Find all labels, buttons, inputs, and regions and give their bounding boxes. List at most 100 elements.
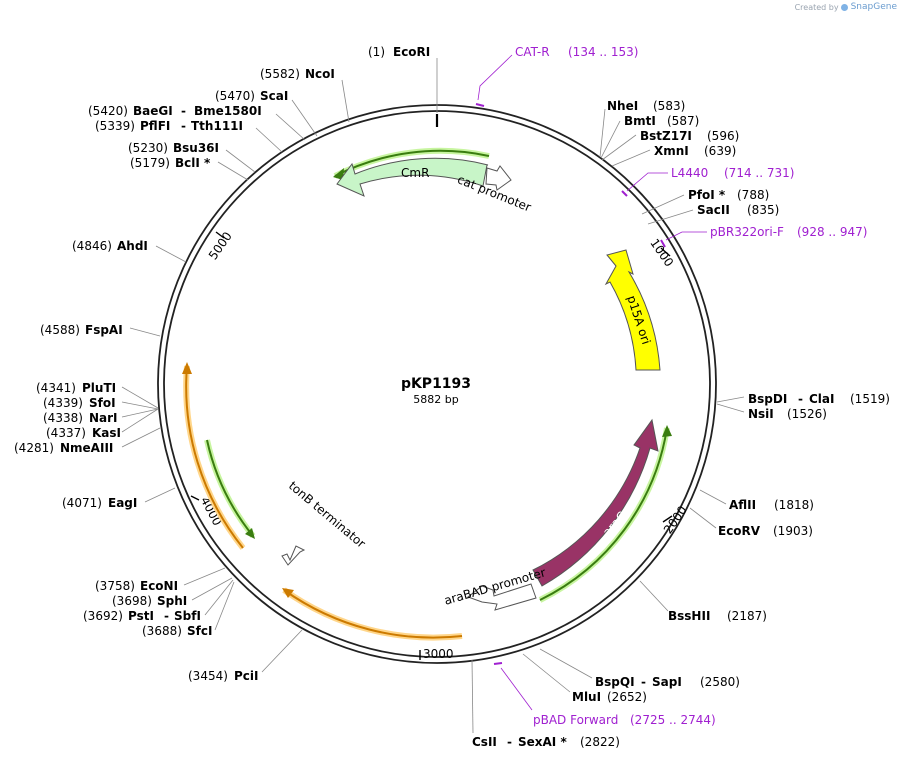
site-sacii-pos: (835) xyxy=(747,203,779,217)
site-pfoi-pos: (788) xyxy=(737,188,769,202)
primers: CAT-R (134 .. 153) L4440 (714 .. 731) pB… xyxy=(475,45,867,727)
site-econi-leader xyxy=(183,567,226,586)
site-nari-name: NarI xyxy=(89,411,118,425)
site-econi-name: EcoNI xyxy=(140,579,178,593)
site-bspqi-pos: (2580) xyxy=(700,675,740,689)
site-ncoi-leader xyxy=(341,79,350,123)
feature-label-cmr: CmR xyxy=(401,166,429,180)
site-ncoi-name: NcoI xyxy=(305,67,335,81)
site-sfoi-name: SfoI xyxy=(89,396,116,410)
site-bsshii-name: BssHII xyxy=(668,609,710,623)
site-sfci-leader xyxy=(214,581,235,631)
site-pfoi-name: PfoI * xyxy=(688,188,726,202)
site-baegi-sep: - xyxy=(181,104,186,118)
plasmid-size: 5882 bp xyxy=(413,393,458,406)
site-scai-pos: (5470) xyxy=(215,89,255,103)
site-scai-name: ScaI xyxy=(260,89,288,103)
site-bstz17i-name: BstZ17I xyxy=(640,129,692,143)
watermark-prefix: Created by xyxy=(794,2,839,12)
site-aflii-leader xyxy=(699,489,727,505)
site-bsu36i-leader xyxy=(225,149,256,173)
site-sphi-name: SphI xyxy=(157,594,187,608)
tick-2000 xyxy=(662,515,673,523)
site-xmni-name: XmnI xyxy=(654,144,689,158)
site-scai-leader xyxy=(291,99,318,137)
site-psti-name: PstI xyxy=(128,609,154,623)
site-bspqi-leader xyxy=(539,648,593,679)
site-bspqi-sep: - xyxy=(641,675,646,689)
primer-pbr322-marker xyxy=(660,239,666,248)
site-nari-pos: (4338) xyxy=(43,411,83,425)
site-ecori-name: EcoRI xyxy=(393,45,430,59)
site-pflfi-pos: (5339) xyxy=(95,119,135,133)
arabad-promoter-arrow xyxy=(466,583,537,611)
primer-pbad-range: (2725 .. 2744) xyxy=(630,713,716,727)
site-nsii-name: NsiI xyxy=(748,407,774,421)
primer-pbad-leader xyxy=(500,667,533,711)
orf-arc-tonb xyxy=(283,589,463,639)
primer-pbr322-name: pBR322ori-F xyxy=(710,225,784,239)
primer-pbad-marker xyxy=(493,662,503,665)
site-fspai-leader xyxy=(129,327,161,337)
site-mlui-name: MluI xyxy=(572,690,601,704)
site-bcli-leader xyxy=(217,161,249,181)
site-ecorv-name: EcoRV xyxy=(718,524,761,538)
site-csii-sep: - xyxy=(507,735,512,749)
site-eagi-name: EagI xyxy=(108,496,137,510)
site-bmti-pos: (587) xyxy=(667,114,699,128)
site-kasi-name: KasI xyxy=(92,426,121,440)
primer-l4440-leader xyxy=(626,172,668,192)
orf-arc-left-green xyxy=(206,439,254,537)
site-sfoi-leader xyxy=(121,401,159,410)
plasmid-name: pKP1193 xyxy=(401,376,471,392)
site-xmni-leader xyxy=(611,149,651,167)
feature-label-tonb: tonB terminator xyxy=(286,479,368,551)
primer-pbr322-leader xyxy=(665,231,707,241)
site-bspdi-leader xyxy=(716,396,745,403)
tonb-terminator-arrow xyxy=(281,545,306,566)
primer-catr-marker xyxy=(475,103,485,107)
site-nari-leader xyxy=(121,408,159,418)
site-fspai-pos: (4588) xyxy=(40,323,80,337)
site-sphi-pos: (3698) xyxy=(112,594,152,608)
site-pluti-name: PluTI xyxy=(82,381,116,395)
site-bcli-name: BclI * xyxy=(175,156,211,170)
site-bsshii-leader xyxy=(639,580,669,612)
site-ecorv-pos: (1903) xyxy=(773,524,813,538)
primer-l4440-range: (714 .. 731) xyxy=(724,166,794,180)
site-xmni-pos: (639) xyxy=(704,144,736,158)
site-mlui-leader xyxy=(522,653,571,693)
site-sacii-leader xyxy=(647,209,694,225)
site-csii-name: CsII xyxy=(472,735,497,749)
watermark-brand: SnapGene xyxy=(850,2,897,12)
site-pcii-name: PciI xyxy=(234,669,259,683)
site-econi-pos: (3758) xyxy=(95,579,135,593)
site-csii-pos: (2822) xyxy=(580,735,620,749)
cat-promoter-arrow xyxy=(485,165,512,191)
site-csii-name2: SexAI * xyxy=(518,735,567,749)
tick-1000 xyxy=(660,247,671,257)
site-bcli-pos: (5179) xyxy=(130,156,170,170)
site-kasi-pos: (4337) xyxy=(46,426,86,440)
site-nmeaiii-pos: (4281) xyxy=(14,441,54,455)
site-kasi-leader xyxy=(121,408,159,433)
tick-5000 xyxy=(215,231,225,239)
site-baegi-leader xyxy=(275,113,306,141)
site-baegi-pos: (5420) xyxy=(88,104,128,118)
primer-l4440-name: L4440 xyxy=(671,166,708,180)
primer-catr-name: CAT-R xyxy=(515,45,550,59)
primer-pbr322-range: (928 .. 947) xyxy=(797,225,867,239)
site-pluti-leader xyxy=(121,386,159,409)
site-nsii-pos: (1526) xyxy=(787,407,827,421)
cmr-arrow xyxy=(336,157,489,197)
snapgene-watermark: Created by SnapGene xyxy=(795,2,897,12)
site-baegi-name: BaeGI xyxy=(133,104,173,118)
site-bspdi-sep: - xyxy=(798,392,803,406)
site-csii-leader xyxy=(471,659,474,734)
site-bspqi-name: BspQI xyxy=(595,675,635,689)
site-mlui-pos: (2652) xyxy=(607,690,647,704)
site-pflfi-name2: Tth111I xyxy=(191,119,243,133)
site-sfoi-pos: (4339) xyxy=(43,396,83,410)
site-ahdi-pos: (4846) xyxy=(72,239,112,253)
plasmid-center-label: pKP1193 5882 bp xyxy=(401,376,471,406)
